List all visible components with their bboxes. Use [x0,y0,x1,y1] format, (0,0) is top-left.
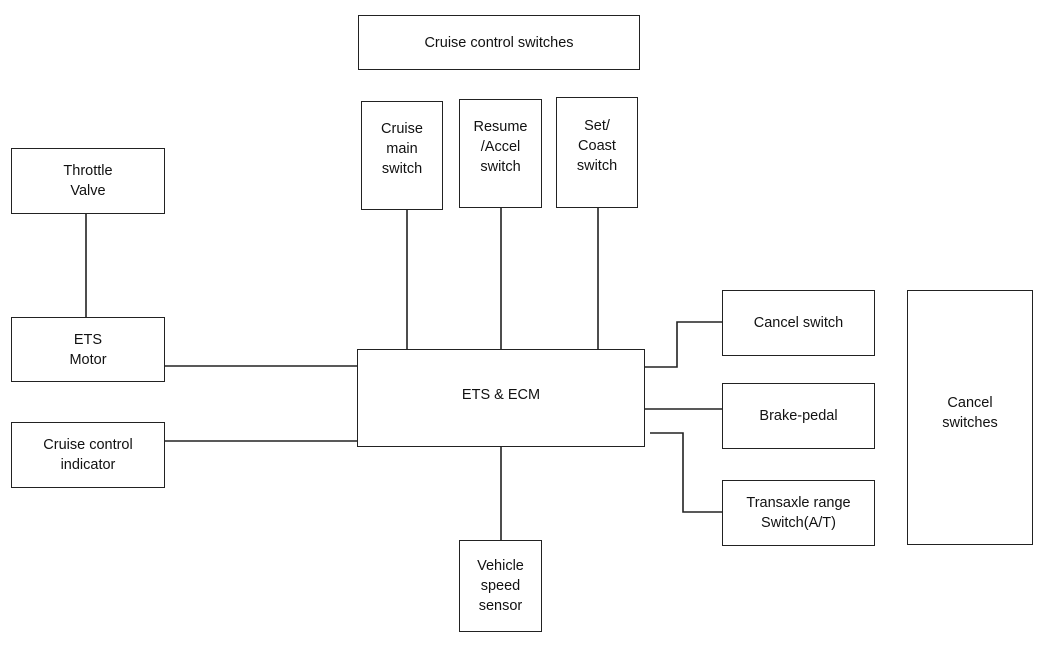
node-label: Set/ Coast switch [576,117,618,174]
ets-ecm-box: ETS & ECM [357,349,645,447]
node-label: Cancel switch [753,315,844,331]
brake-pedal-box: Brake-pedal [722,383,875,449]
vehicle-speed-sensor-box: Vehicle speed sensor [459,540,542,632]
edge-cancel-switch-to-ecm [645,321,722,368]
edge-transaxle-to-ecm [650,432,722,513]
cancel-switch-box: Cancel switch [722,290,875,356]
throttle-valve-box: Throttle Valve [11,148,165,214]
cancel-switches-box: Cancel switches [907,290,1033,545]
cruise-control-indicator-box: Cruise control indicator [11,422,165,488]
transaxle-range-switch-box: Transaxle range Switch(A/T) [722,480,875,546]
node-label: Transaxle range Switch(A/T) [746,495,851,531]
node-label: Resume /Accel switch [473,118,528,175]
set-coast-switch-box: Set/ Coast switch [556,97,638,208]
ets-motor-box: ETS Motor [11,317,165,382]
node-label: Throttle Valve [63,163,113,199]
node-label: Vehicle speed sensor [477,558,524,614]
node-label: Cancel switches [942,394,998,431]
cruise-main-switch-box: Cruise main switch [361,101,443,210]
node-label: ETS Motor [69,331,107,368]
resume-accel-switch-box: Resume /Accel switch [459,99,542,208]
node-label: Cruise control indicator [43,437,133,473]
node-label: Cruise control switches [424,34,574,51]
node-label: Cruise main switch [381,120,423,177]
cruise-control-switches-box: Cruise control switches [358,15,640,70]
node-label: Brake-pedal [759,408,838,424]
node-label: ETS & ECM [461,387,541,403]
